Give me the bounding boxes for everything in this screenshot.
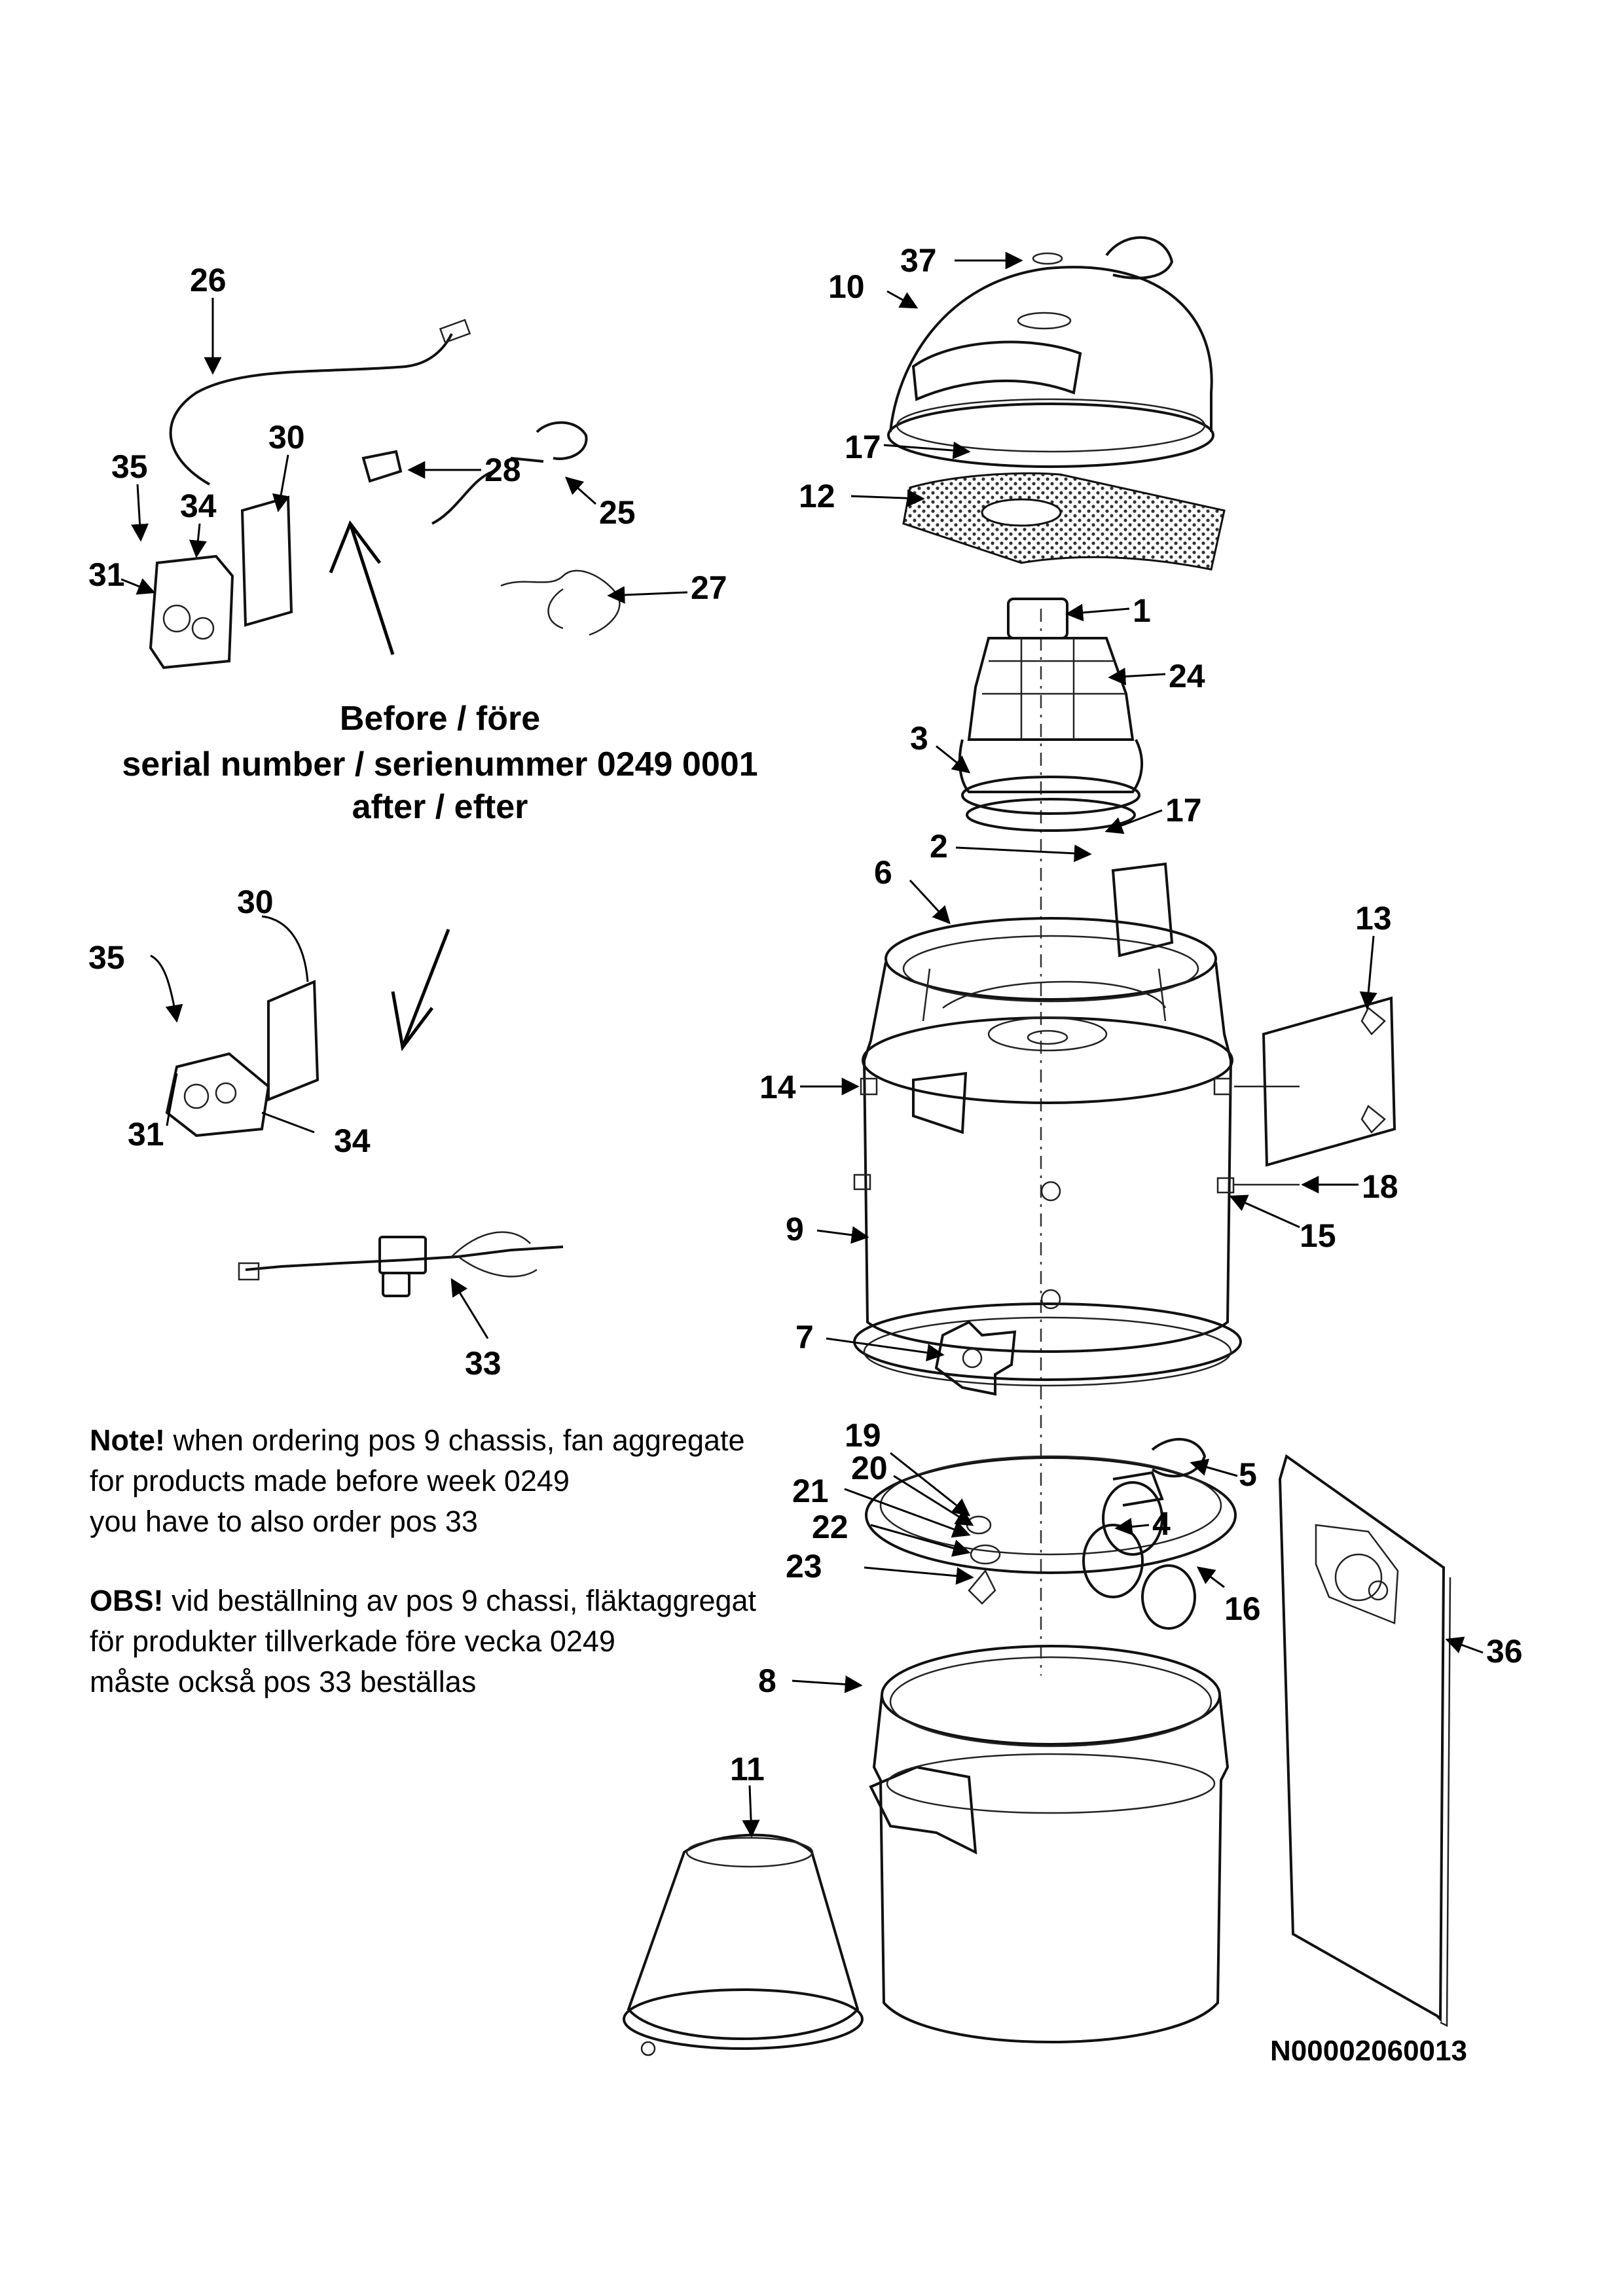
order-note-swedish: OBS! vid beställning av pos 9 chassi, fl… [90, 1581, 908, 1702]
note-sv-line-1-text: vid beställning av pos 9 chassi, fläktag… [163, 1584, 757, 1617]
label-23: 23 [786, 1548, 822, 1585]
note-en-line-3: you have to also order pos 33 [90, 1505, 478, 1538]
label-15: 15 [1300, 1217, 1336, 1254]
note-sv-bold: OBS! [90, 1584, 164, 1617]
part-cone-filter [623, 1833, 864, 2056]
label-20: 20 [851, 1450, 888, 1486]
label-26: 26 [190, 262, 227, 298]
label-31a: 31 [88, 556, 125, 593]
label-13: 13 [1355, 900, 1392, 937]
label-19: 19 [845, 1417, 881, 1454]
label-35b: 35 [88, 939, 125, 976]
label-16: 16 [1224, 1590, 1261, 1627]
label-6: 6 [874, 854, 892, 891]
label-30b: 30 [237, 884, 274, 920]
note-en-line-1: Note! when ordering pos 9 chassis, fan a… [90, 1420, 908, 1461]
part-side-plate [1262, 996, 1396, 1167]
note-en-line-2: for products made before week 0249 [90, 1464, 570, 1498]
label-2: 2 [930, 828, 948, 865]
label-10: 10 [828, 268, 865, 305]
note-en-line-1-text: when ordering pos 9 chassis, fan aggrega… [164, 1424, 745, 1457]
part-filter-sheet [902, 472, 1226, 571]
label-34b: 34 [334, 1122, 371, 1159]
part-fittings [853, 1077, 1300, 1194]
leader-lines [120, 251, 1484, 1838]
label-34a: 34 [180, 488, 217, 524]
part-motor-unit [958, 598, 1144, 832]
label-25: 25 [599, 494, 636, 531]
part-gasket-ring-and-inlets [865, 1438, 1237, 1630]
note-sv-line-1: OBS! vid beställning av pos 9 chassi, fl… [90, 1581, 908, 1621]
label-4: 4 [1152, 1505, 1171, 1542]
order-note-english: Note! when ordering pos 9 chassis, fan a… [90, 1420, 908, 1542]
part-chassis [853, 862, 1242, 1396]
label-14: 14 [759, 1069, 796, 1105]
label-37: 37 [900, 242, 937, 279]
label-17b: 17 [1165, 792, 1202, 829]
label-12: 12 [799, 478, 835, 514]
part-cable-harness [238, 1231, 564, 1297]
label-36: 36 [1486, 1633, 1523, 1670]
caption-serial: serial number / serienummer 0249 0001 [122, 745, 757, 783]
label-8: 8 [758, 1662, 776, 1699]
label-11: 11 [730, 1751, 765, 1787]
note-sv-line-2: för produkter tillverkade före vecka 024… [90, 1624, 615, 1658]
label-7: 7 [795, 1319, 814, 1355]
before-accessory-group [149, 319, 621, 670]
part-top-cover [887, 236, 1214, 468]
label-28: 28 [484, 452, 521, 488]
label-18: 18 [1362, 1168, 1398, 1205]
label-33: 33 [465, 1345, 501, 1382]
caption-after: after / efter [352, 788, 528, 826]
label-24: 24 [1169, 658, 1205, 694]
label-21: 21 [792, 1473, 829, 1509]
label-5: 5 [1239, 1456, 1257, 1493]
after-accessory-group [165, 929, 450, 1138]
note-en-bold: Note! [90, 1424, 165, 1457]
label-22: 22 [812, 1509, 848, 1545]
label-35a: 35 [111, 448, 148, 485]
note-sv-line-3: måste också pos 33 beställas [90, 1665, 477, 1698]
label-1: 1 [1133, 592, 1151, 629]
serial-caption: Before / före serial number / serienumme… [122, 700, 757, 826]
label-9: 9 [786, 1211, 804, 1247]
label-31b: 31 [128, 1116, 164, 1153]
part-number-labels: 1 2 3 4 5 6 7 8 9 10 11 12 13 14 15 16 1… [88, 242, 1523, 1787]
label-30a: 30 [268, 419, 305, 456]
caption-before: Before / före [340, 700, 540, 738]
part-filter-bag [1278, 1454, 1451, 2028]
label-27: 27 [691, 569, 727, 606]
label-17a: 17 [845, 429, 881, 465]
label-3: 3 [910, 720, 928, 757]
drawing-reference: N00002060013 [1270, 2035, 1467, 2067]
part-dust-container [869, 1645, 1230, 2043]
